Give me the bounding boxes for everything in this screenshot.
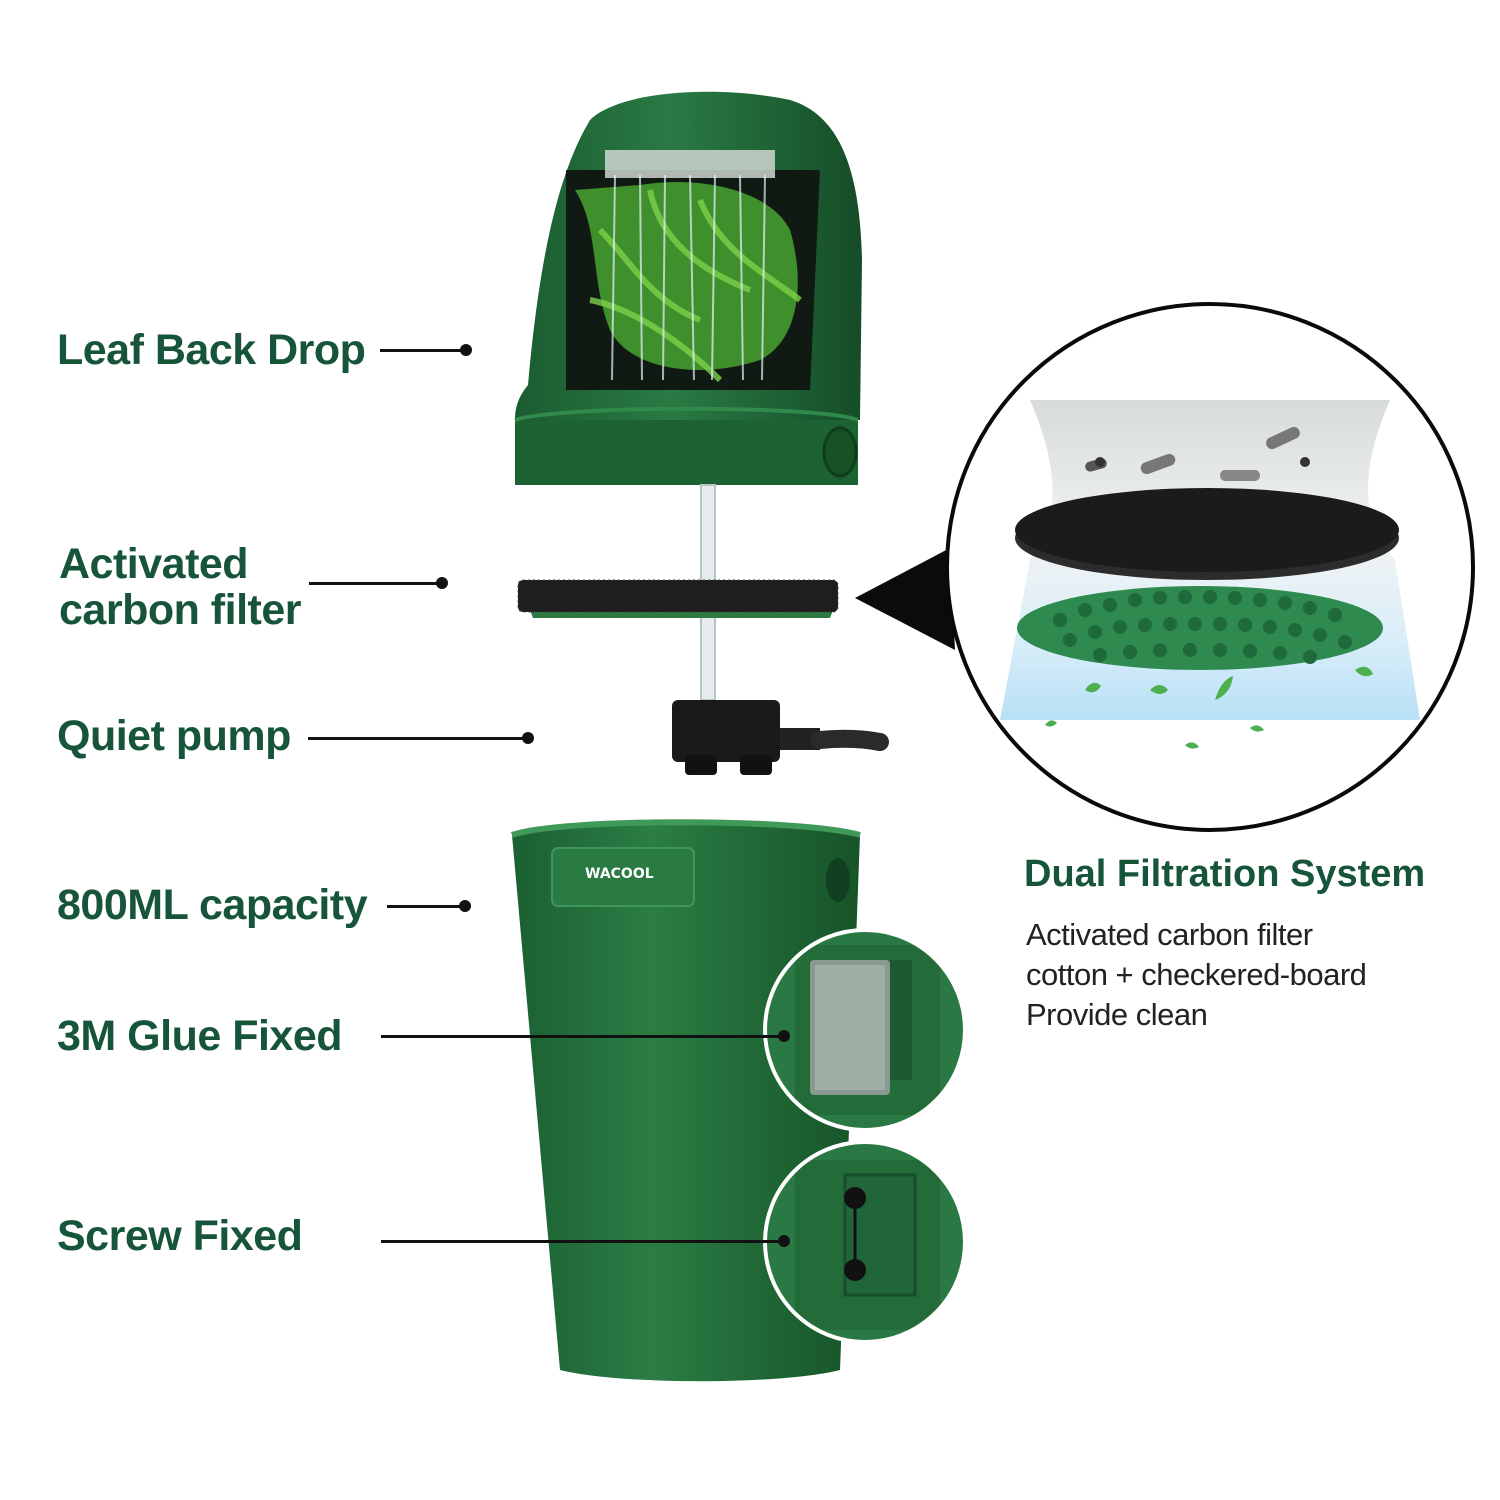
label-carbon-filter-line2: carbon filter — [59, 586, 302, 634]
glue-detail-circle — [763, 928, 967, 1132]
leader-line-leaf-back-drop — [380, 349, 465, 352]
zoom-pointer — [855, 548, 955, 650]
label-screw-fixed: Screw Fixed — [57, 1212, 303, 1260]
brand-logo: WACOOL — [585, 866, 654, 882]
label-leaf-back-drop: Leaf Back Drop — [57, 326, 366, 374]
leader-dot-carbon-filter — [436, 577, 448, 589]
leader-dot-leaf-back-drop — [460, 344, 472, 356]
label-capacity: 800ML capacity — [57, 881, 368, 929]
dual-filtration-title: Dual Filtration System — [1024, 853, 1426, 895]
carbon-filter-disc — [517, 579, 839, 618]
leader-dot-glue-fixed — [778, 1030, 790, 1042]
leader-line-quiet-pump — [308, 737, 526, 740]
leader-dot-quiet-pump — [522, 732, 534, 744]
label-quiet-pump: Quiet pump — [57, 712, 291, 760]
leader-line-carbon-filter — [309, 582, 439, 585]
info-line-2: cotton + checkered-board — [1026, 957, 1367, 992]
filtration-detail-circle — [945, 302, 1475, 832]
leader-dot-screw-fixed — [778, 1235, 790, 1247]
leader-dot-capacity — [459, 900, 471, 912]
leader-line-capacity — [387, 905, 462, 908]
screw-detail-circle — [763, 1140, 967, 1344]
label-carbon-filter-line1: Activated — [59, 540, 249, 588]
leader-line-glue-fixed — [381, 1035, 781, 1038]
info-line-1: Activated carbon filter — [1026, 917, 1313, 952]
info-line-3: Provide clean — [1026, 997, 1208, 1032]
label-glue-fixed: 3M Glue Fixed — [57, 1012, 343, 1060]
leader-line-screw-fixed — [381, 1240, 781, 1243]
pump-icon — [672, 700, 889, 775]
leaf-back-drop-unit — [514, 91, 862, 485]
